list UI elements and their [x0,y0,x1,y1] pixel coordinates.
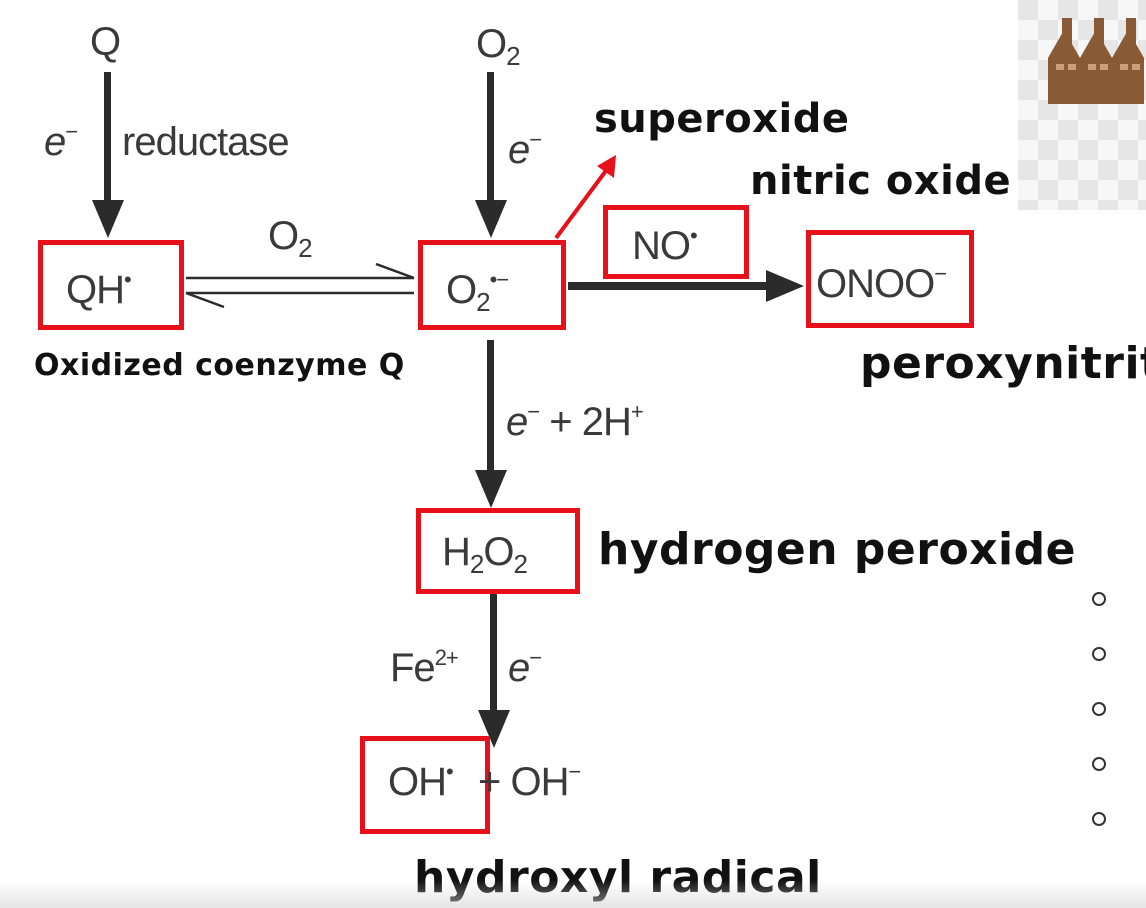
superoxide-to-peroxynitrite-arrow-shaft [568,282,768,290]
h2o2-formula: H2O2 [442,530,528,579]
iron-label: Fe2+ [390,645,459,690]
superoxide-pointer-arrow [554,155,616,240]
hollow-circle-bullet-icon [1092,757,1106,771]
qh-highlight-box [38,240,184,330]
bullet-list [1092,592,1122,867]
bottom-shadow [0,880,1146,908]
peroxynitrite-annotation: peroxynitrite [860,338,1146,389]
electron-label-fenton: e− [508,645,542,690]
nitric-oxide-formula: NO• [632,223,698,268]
hydroxyl-highlight-box [360,736,490,834]
hollow-circle-bullet-icon [1092,812,1106,826]
superoxide-formula: O2•− [446,267,509,317]
superoxide-to-h2o2-arrowhead [475,470,507,508]
qh-radical-label: QH• [66,267,132,312]
nitric-oxide-annotation: nitric oxide [750,158,1012,204]
peroxynitrite-formula: ONOO− [816,261,947,306]
reductase-label: reductase [122,120,290,164]
hydroxide-formula: + OH− [478,759,581,804]
peroxynitrite-highlight-box [806,230,974,328]
electron-label-reductase: e− [44,119,78,164]
q-label: Q [90,20,121,64]
superoxide-highlight-box [418,240,566,330]
superoxide-to-h2o2-arrow-shaft [487,340,494,472]
electron-proton-label: e− + 2H+ [506,399,644,444]
hollow-circle-bullet-icon [1092,647,1106,661]
h2o2-to-oh-arrowhead [478,710,510,748]
qh-superoxide-equilibrium-arrows [185,262,415,309]
hydrogen-peroxide-annotation: hydrogen peroxide [598,524,1076,575]
hollow-circle-bullet-icon [1092,702,1106,716]
hollow-circle-bullet-icon [1092,592,1106,606]
o2-to-superoxide-arrow-shaft [487,72,494,202]
superoxide-annotation: superoxide [594,96,850,142]
h2o2-to-oh-arrow-shaft [490,594,497,712]
o2-equilibrium-label: O2 [268,214,313,263]
q-to-qh-arrowhead [92,200,124,238]
o2-to-superoxide-arrowhead [475,200,507,238]
q-to-qh-arrow-shaft [104,72,111,202]
h2o2-highlight-box [416,508,580,594]
electron-label-superoxide: e− [508,127,542,172]
superoxide-to-peroxynitrite-arrowhead [766,270,804,302]
factory-icon [1018,0,1146,210]
oxidized-coenzyme-q-annotation: Oxidized coenzyme Q [34,348,405,383]
o2-top-label: O2 [476,22,521,71]
no-highlight-box [603,205,749,279]
hydroxyl-radical-formula: OH• [388,759,454,804]
